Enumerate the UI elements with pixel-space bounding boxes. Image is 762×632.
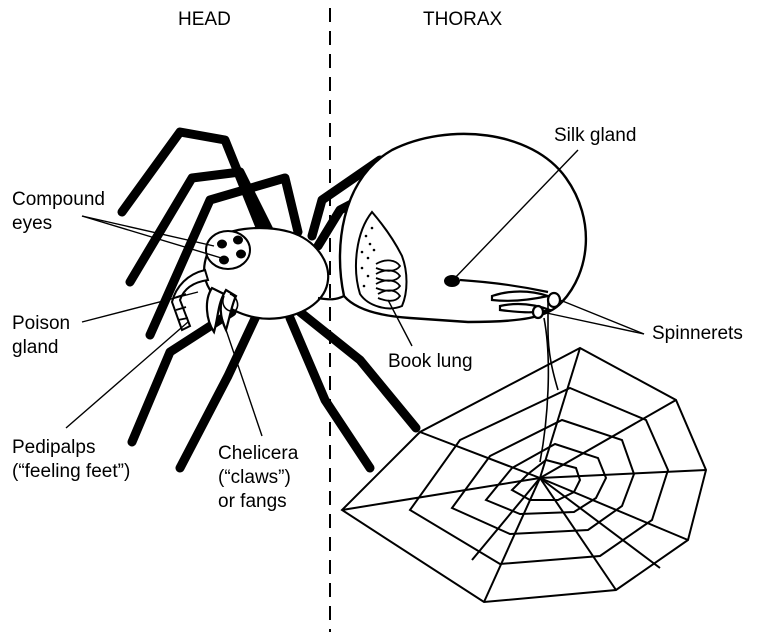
section-label-head: HEAD	[178, 8, 231, 32]
label-chelicera: Chelicera (“claws”) or fangs	[218, 442, 298, 514]
silk-thread	[540, 318, 548, 462]
section-label-thorax: THORAX	[423, 8, 502, 32]
eye	[233, 236, 243, 245]
label-silk-gland: Silk gland	[554, 124, 636, 148]
label-pedipalps: Pedipalps (“feeling feet”)	[12, 436, 130, 484]
leader-pedipalps	[66, 322, 188, 428]
label-poison-gland: Poison gland	[12, 312, 70, 360]
leader-spinnerets	[542, 312, 644, 334]
label-compound-eyes: Compound eyes	[12, 188, 105, 236]
eye	[236, 250, 246, 259]
label-spinnerets: Spinnerets	[652, 322, 743, 346]
label-book-lung: Book lung	[388, 350, 473, 374]
spider-web	[342, 348, 706, 602]
compound-eyes-patch	[206, 231, 250, 269]
eye	[217, 240, 227, 249]
leader-spinnerets	[560, 300, 644, 334]
